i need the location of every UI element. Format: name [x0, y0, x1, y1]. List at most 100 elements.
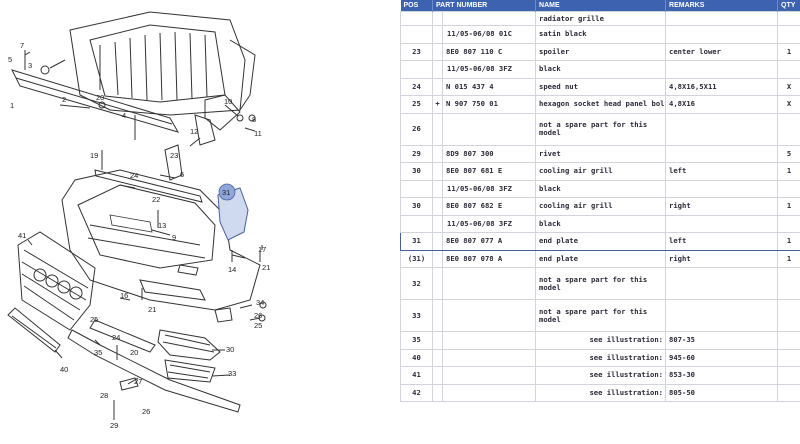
table-row[interactable]: 33 not a spare part for this model	[400, 299, 800, 332]
cell-mark	[432, 42, 443, 61]
cell-mark	[432, 179, 443, 198]
illustration-link[interactable]: 807-35	[665, 331, 779, 350]
callout-label: 33	[228, 369, 236, 378]
table-row[interactable]: 11/05-06/08 3FZ black	[400, 214, 800, 233]
callout-label: 35	[94, 348, 102, 357]
callout-label: 24	[130, 171, 138, 180]
table-row[interactable]: 35 see illustration: 807-35	[400, 331, 800, 350]
cell-qty: 1	[777, 197, 800, 216]
cell-mark	[432, 197, 443, 216]
cell-pos: 24	[400, 77, 433, 96]
cell-pos: 25	[400, 95, 433, 114]
callout-label: 14	[228, 265, 236, 274]
cell-part-number: N 015 437 4	[441, 77, 537, 96]
cell-remarks: 4,8X16,5X11	[665, 77, 779, 96]
cell-qty	[777, 383, 800, 402]
cell-name: hexagon socket head panel bolt	[535, 95, 667, 114]
cell-part-number: 11/05-06/08 3FZ	[441, 214, 537, 233]
cell-pos	[400, 25, 433, 44]
cell-pos: 35	[400, 331, 433, 350]
callout-label: 22	[152, 195, 160, 204]
table-row[interactable]: 41 see illustration: 853-30	[400, 366, 800, 385]
callout-label: 29	[110, 421, 118, 430]
cell-name: end plate	[535, 249, 667, 268]
callout-label: 34	[256, 298, 264, 307]
table-row[interactable]: 32 not a spare part for this model	[400, 267, 800, 300]
cell-remarks	[665, 144, 779, 163]
cell-mark	[432, 60, 443, 79]
header-part-number[interactable]: PART NUMBER	[432, 0, 537, 12]
cell-mark	[432, 214, 443, 233]
callout-label: 30	[226, 345, 234, 354]
header-remarks[interactable]: REMARKS	[665, 0, 779, 12]
callout-label: 20	[130, 348, 138, 357]
callout-label: 20	[96, 93, 104, 102]
cell-part-number: 8E0 807 078 A	[441, 249, 537, 268]
cell-part-number	[441, 366, 537, 385]
table-row-selected[interactable]: 31 8E0 807 077 A end plate left 1	[400, 232, 800, 251]
callout-label: 19	[90, 151, 98, 160]
table-row[interactable]: 30 8E0 807 682 E cooling air grill right…	[400, 197, 800, 216]
cell-remarks	[665, 299, 779, 332]
table-header-row: POS PART NUMBER NAME REMARKS QTY	[400, 0, 800, 12]
header-pos[interactable]: POS	[400, 0, 433, 12]
cell-remarks	[665, 25, 779, 44]
cell-qty	[777, 179, 800, 198]
table-row[interactable]: 11/05-06/08 3FZ black	[400, 60, 800, 79]
parts-table: POS PART NUMBER NAME REMARKS QTY radiato…	[400, 0, 800, 402]
table-row[interactable]: 40 see illustration: 945-60	[400, 348, 800, 367]
cell-name: speed nut	[535, 77, 667, 96]
cell-mark	[432, 11, 443, 26]
table-row[interactable]: 30 8E0 807 681 E cooling air grill left …	[400, 162, 800, 181]
illustration-link[interactable]: 945-60	[665, 348, 779, 367]
illustration-link[interactable]: 805-50	[665, 383, 779, 402]
cell-name: satin black	[535, 25, 667, 44]
cell-part-number: 11/05-06/08 3FZ	[441, 179, 537, 198]
cell-qty	[777, 214, 800, 233]
table-row[interactable]: 25 + N 907 750 01 hexagon socket head pa…	[400, 95, 800, 114]
cell-remarks	[665, 112, 779, 146]
table-row[interactable]: 11/05-06/08 3FZ black	[400, 179, 800, 198]
callout-label: 17	[258, 245, 266, 254]
table-row[interactable]: 42 see illustration: 805-50	[400, 383, 800, 402]
table-row[interactable]: 11/05-06/08 01C satin black	[400, 25, 800, 44]
cell-part-number: 8D9 807 300	[441, 144, 537, 163]
table-row[interactable]: 26 not a spare part for this model	[400, 112, 800, 146]
cell-part-number	[441, 299, 537, 332]
parts-list-panel: POS PART NUMBER NAME REMARKS QTY radiato…	[400, 0, 800, 444]
cell-mark	[432, 249, 443, 268]
cell-pos: 40	[400, 348, 433, 367]
cell-name: black	[535, 214, 667, 233]
cell-qty	[777, 331, 800, 350]
table-row[interactable]: (31) 8E0 807 078 A end plate right 1	[400, 249, 800, 268]
illustration-link[interactable]: 853-30	[665, 366, 779, 385]
table-row[interactable]: radiator grille	[400, 11, 800, 26]
table-row[interactable]: 23 8E0 807 110 C spoiler center lower 1	[400, 42, 800, 61]
header-name[interactable]: NAME	[535, 0, 667, 12]
cell-mark	[432, 383, 443, 402]
callout-label: 41	[18, 231, 26, 240]
cell-part-number	[441, 383, 537, 402]
diagram-drawing: 7 5 3 1 2 20 19 4 12 10 8 11 23 6 24 22 …	[7, 11, 270, 430]
table-row[interactable]: 24 N 015 437 4 speed nut 4,8X16,5X11 X	[400, 77, 800, 96]
cell-remarks: center lower	[665, 42, 779, 61]
cell-name: see illustration:	[535, 348, 667, 367]
cell-mark	[432, 348, 443, 367]
selected-callout-marker[interactable]	[218, 183, 236, 201]
cell-qty	[777, 348, 800, 367]
callout-label: 27	[134, 377, 142, 386]
cell-qty	[777, 267, 800, 300]
cell-mark	[432, 144, 443, 163]
table-row[interactable]: 29 8D9 807 300 rivet 5	[400, 144, 800, 163]
cell-remarks	[665, 179, 779, 198]
callout-label: 2	[62, 95, 66, 104]
cell-name: not a spare part for this model	[535, 112, 667, 146]
callout-label: 26	[254, 311, 262, 320]
cell-qty: 1	[777, 249, 800, 268]
cell-remarks	[665, 267, 779, 300]
cell-pos: 30	[400, 162, 433, 181]
cell-qty	[777, 60, 800, 79]
header-qty[interactable]: QTY	[777, 0, 800, 12]
cell-pos	[400, 60, 433, 79]
callout-label: 25	[254, 321, 262, 330]
